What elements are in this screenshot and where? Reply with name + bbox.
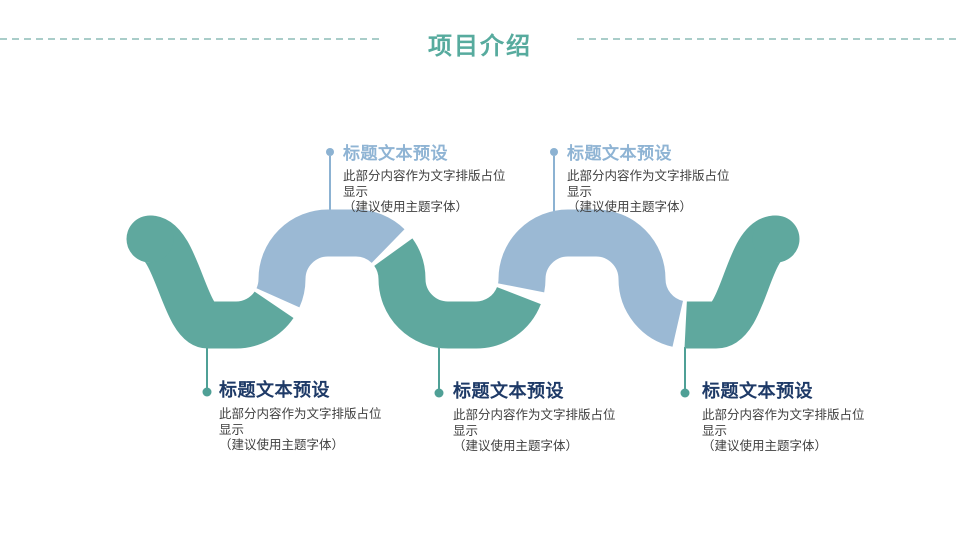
callout-bottom-1: 标题文本预设 此部分内容作为文字排版占位显示 （建议使用主题字体）	[219, 376, 409, 454]
callout-description: 此部分内容作为文字排版占位显示	[219, 407, 382, 437]
callout-hint: （建议使用主题字体）	[567, 200, 693, 214]
callout-hint: （建议使用主题字体）	[702, 439, 828, 453]
callout-description: 此部分内容作为文字排版占位显示	[567, 169, 730, 199]
bullet-dot-icon-bottom-1	[202, 387, 212, 397]
callout-bottom-2: 标题文本预设 此部分内容作为文字排版占位显示 （建议使用主题字体）	[453, 377, 643, 455]
page-title: 项目介绍	[428, 33, 532, 60]
callout-top-1: 标题文本预设 此部分内容作为文字排版占位显示 （建议使用主题字体）	[343, 139, 533, 216]
callout-top-2: 标题文本预设 此部分内容作为文字排版占位显示 （建议使用主题字体）	[567, 139, 757, 216]
callout-hint: （建议使用主题字体）	[219, 438, 345, 452]
callout-description: 此部分内容作为文字排版占位显示	[343, 169, 506, 199]
callout-hint: （建议使用主题字体）	[343, 200, 469, 214]
wave-end-cap	[752, 215, 800, 263]
callout-title: 标题文本预设	[567, 144, 672, 163]
callout-title: 标题文本预设	[219, 380, 330, 400]
wave-start-cap	[126, 215, 174, 263]
callout-title: 标题文本预设	[453, 381, 564, 401]
callout-bottom-3: 标题文本预设 此部分内容作为文字排版占位显示 （建议使用主题字体）	[702, 377, 892, 455]
callout-title: 标题文本预设	[343, 144, 448, 163]
bullet-dot-icon-bottom-3	[680, 388, 690, 398]
wave-ribbon-blue	[141, 209, 785, 349]
callout-description: 此部分内容作为文字排版占位显示	[453, 408, 616, 438]
bullet-dot-icon-top-2	[550, 148, 558, 156]
wave-ribbon-teal	[141, 209, 785, 349]
bullet-dot-icon-top-1	[326, 148, 334, 156]
bullet-dot-icon-bottom-2	[434, 388, 444, 398]
callout-title: 标题文本预设	[702, 381, 813, 401]
callout-hint: （建议使用主题字体）	[453, 439, 579, 453]
callout-description: 此部分内容作为文字排版占位显示	[702, 408, 865, 438]
